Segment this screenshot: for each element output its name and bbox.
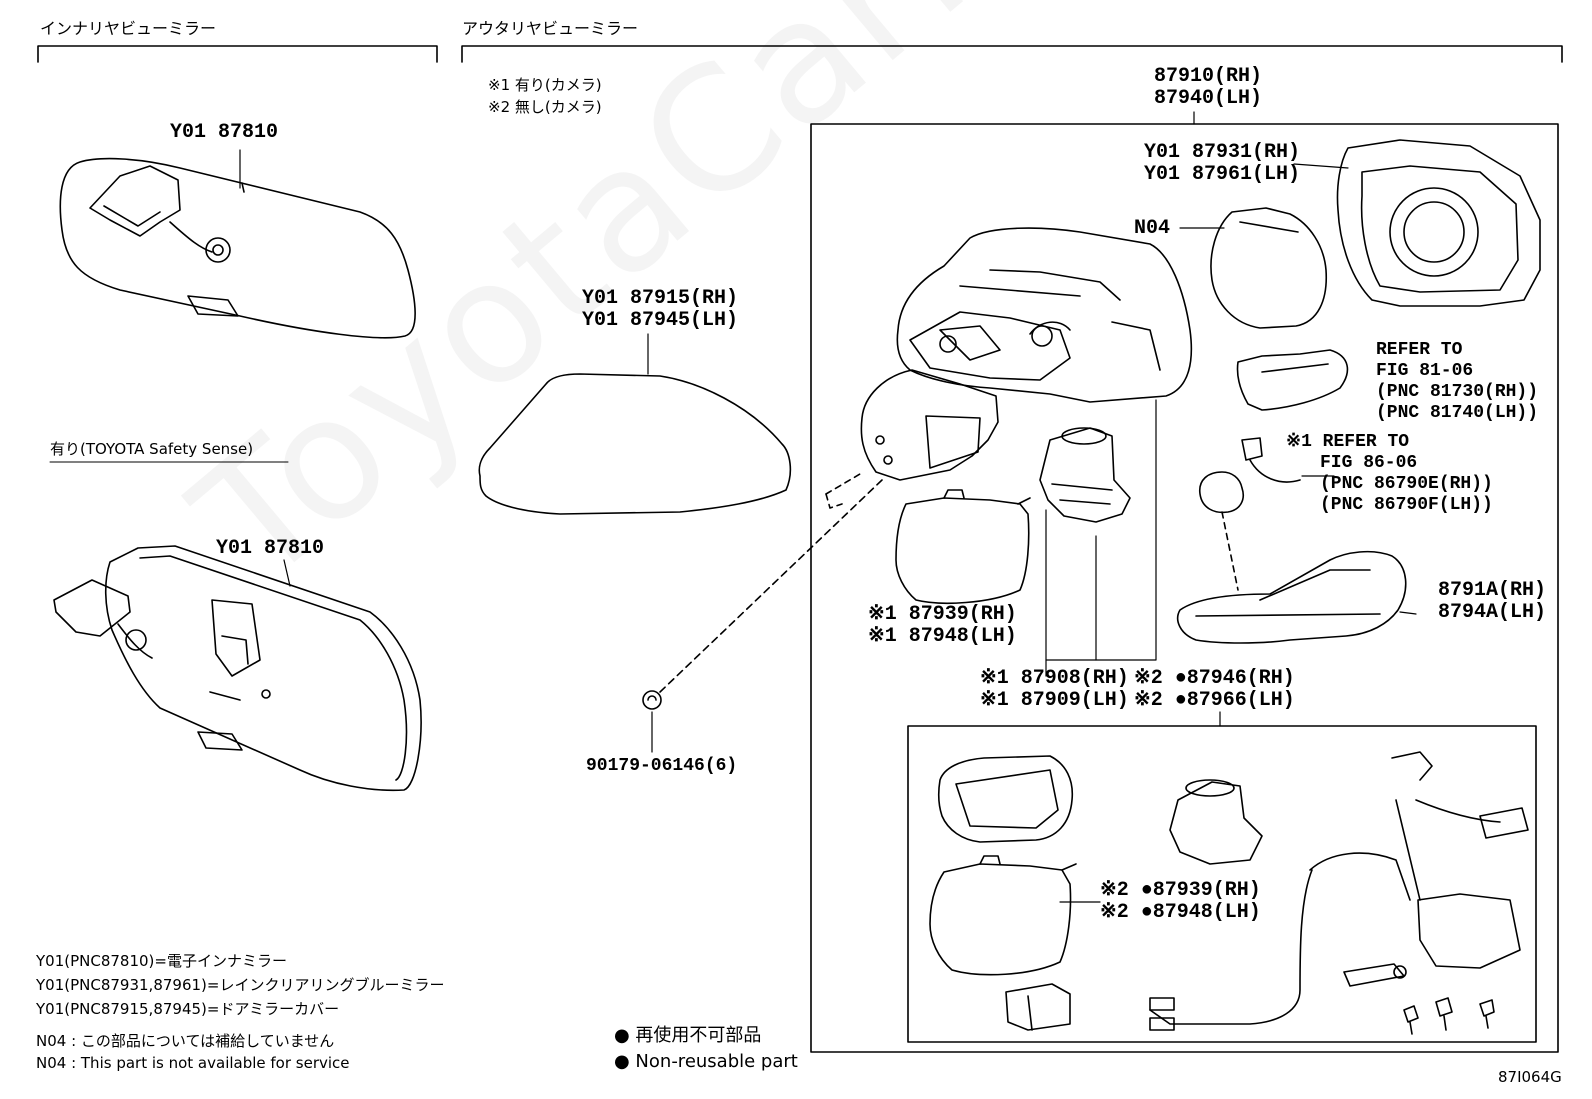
- lower-base-plate: [937, 755, 1074, 843]
- safety-sense-subheading: 有り(TOYOTA Safety Sense): [50, 440, 254, 458]
- nonreuse-cover-rh: ※2 ●87939(RH): [1100, 879, 1261, 902]
- refer-81-line3: (PNC 81730(RH)): [1376, 382, 1539, 402]
- outer-mirror-header: アウタリヤビューミラー: [462, 19, 639, 38]
- lower-screws: [1403, 997, 1495, 1035]
- mirror-glass-lh: Y01 87961(LH): [1144, 163, 1301, 186]
- nonreuse-cover-lh: ※2 ●87948(LH): [1100, 901, 1261, 924]
- assembly-frame: [810, 123, 1559, 1053]
- sub-assy-rh: ※1 87908(RH): [980, 667, 1129, 690]
- lower-cover-shape: [1176, 550, 1407, 644]
- refer-86-line2: FIG 86-06: [1320, 453, 1418, 473]
- mirror-cover-rh: Y01 87915(RH): [582, 287, 739, 310]
- lower-cover-piece: [929, 855, 1077, 976]
- mirror-glass-rh: Y01 87931(RH): [1144, 141, 1301, 164]
- clip-leader: [659, 479, 883, 693]
- assembly-lh: 87940(LH): [1154, 87, 1263, 110]
- camera-cover-shape: [895, 489, 1031, 604]
- lower-harness: [1149, 751, 1529, 1031]
- refer-86-line4: (PNC 86790F(LH)): [1320, 495, 1493, 515]
- footnote-y01-cover: Y01(PNC87915,87945)=ドアミラーカバー: [36, 1000, 340, 1018]
- refer-81-line2: FIG 81-06: [1376, 361, 1474, 381]
- refer-81-line1: REFER TO: [1376, 340, 1463, 360]
- inner-mirror-top-part-number: Y01 87810: [170, 121, 279, 144]
- footnote-n04-jp: N04 : この部品については補給していません: [36, 1032, 335, 1050]
- n04-label: N04: [1134, 217, 1171, 240]
- inner-mirror-header: インナリヤビューミラー: [40, 19, 217, 38]
- inner-mirror-top: [59, 157, 416, 339]
- lower-cover-lh: 8794A(LH): [1438, 601, 1547, 624]
- camera-cover-lh: ※1 87948(LH): [868, 625, 1017, 648]
- figure-code: 87I064G: [1498, 1068, 1562, 1086]
- glass-mount-shape: [1210, 207, 1328, 329]
- motor-shape: [1039, 427, 1131, 523]
- lower-cover-rh: 8791A(RH): [1438, 579, 1547, 602]
- leader-lines: [239, 111, 1417, 903]
- legend-nonreusable-jp: ● 再使用不可部品: [614, 1025, 762, 1046]
- outer-header-bracket: [461, 45, 1563, 63]
- refer-86-line3: (PNC 86790E(RH)): [1320, 474, 1493, 494]
- turn-lamp-shape: [1236, 349, 1349, 411]
- clip-shape: [642, 690, 662, 710]
- lower-clip-block: [1005, 983, 1071, 1031]
- camera-note-2: ※2 無し(カメラ): [488, 98, 602, 116]
- inner-mirror-bottom: [53, 545, 422, 792]
- footnote-y01-glass: Y01(PNC87931,87961)=レインクリアリングブルーミラー: [36, 976, 445, 994]
- footnote-y01-inner: Y01(PNC87810)=電子インナミラー: [36, 952, 287, 970]
- base-dash-1: [825, 473, 861, 495]
- clip-part-number: 90179-06146(6): [586, 756, 738, 776]
- legend-nonreusable-en: ● Non-reusable part: [614, 1051, 798, 1072]
- refer-86-line1: ※1 REFER TO: [1286, 432, 1410, 452]
- inner-header-bracket: [37, 45, 438, 63]
- inner-mirror-bottom-part-number: Y01 87810: [216, 537, 325, 560]
- mirror-body-shape: [860, 227, 1193, 481]
- camera-shape: [1198, 437, 1301, 591]
- refer-81-line4: (PNC 81740(LH)): [1376, 403, 1539, 423]
- lower-motor: [1169, 779, 1263, 865]
- assembly-rh: 87910(RH): [1154, 65, 1263, 88]
- mirror-glass-shape: [1336, 139, 1541, 307]
- footnote-n04-en: N04 : This part is not available for ser…: [36, 1054, 350, 1072]
- camera-cover-rh: ※1 87939(RH): [868, 603, 1017, 626]
- nonreuse-assy-lh: ※2 ●87966(LH): [1134, 689, 1295, 712]
- mirror-cover-lh: Y01 87945(LH): [582, 309, 739, 332]
- base-dash-2: [825, 493, 843, 509]
- sub-assy-lh: ※1 87909(LH): [980, 689, 1129, 712]
- camera-note-1: ※1 有り(カメラ): [488, 76, 602, 94]
- mirror-cover-shape: [478, 373, 792, 515]
- nonreuse-assy-rh: ※2 ●87946(RH): [1134, 667, 1295, 690]
- subassembly-frame: [907, 725, 1537, 1043]
